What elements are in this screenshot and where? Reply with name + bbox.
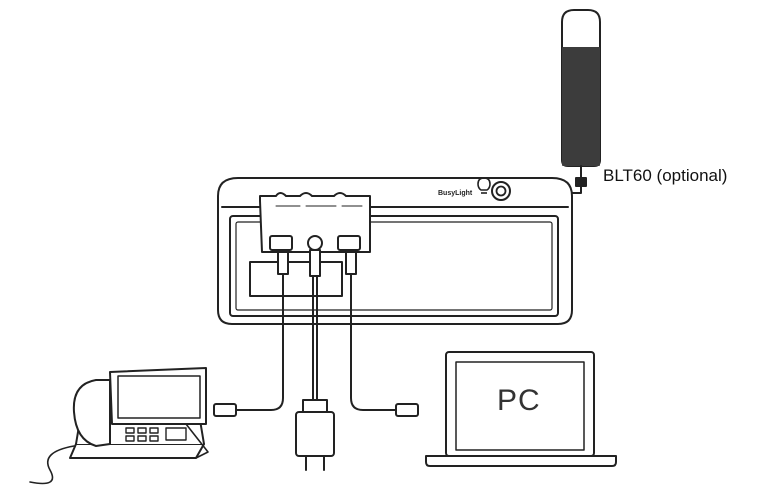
desk-phone-icon [29,367,209,485]
busylight-stick-icon [561,9,601,187]
busylight-port-label: BusyLight [438,190,473,197]
speakerphone-base-icon [217,177,573,325]
blt60-label: BLT60 (optional) [603,166,728,185]
pc-usb-cable [345,251,419,417]
busylight-bulb-icon [477,177,491,194]
phone-usb-cable [213,251,289,417]
pc-label: PC [497,384,541,417]
power-cable [309,249,321,401]
laptop-icon [425,351,617,467]
power-adapter-icon [295,399,335,471]
